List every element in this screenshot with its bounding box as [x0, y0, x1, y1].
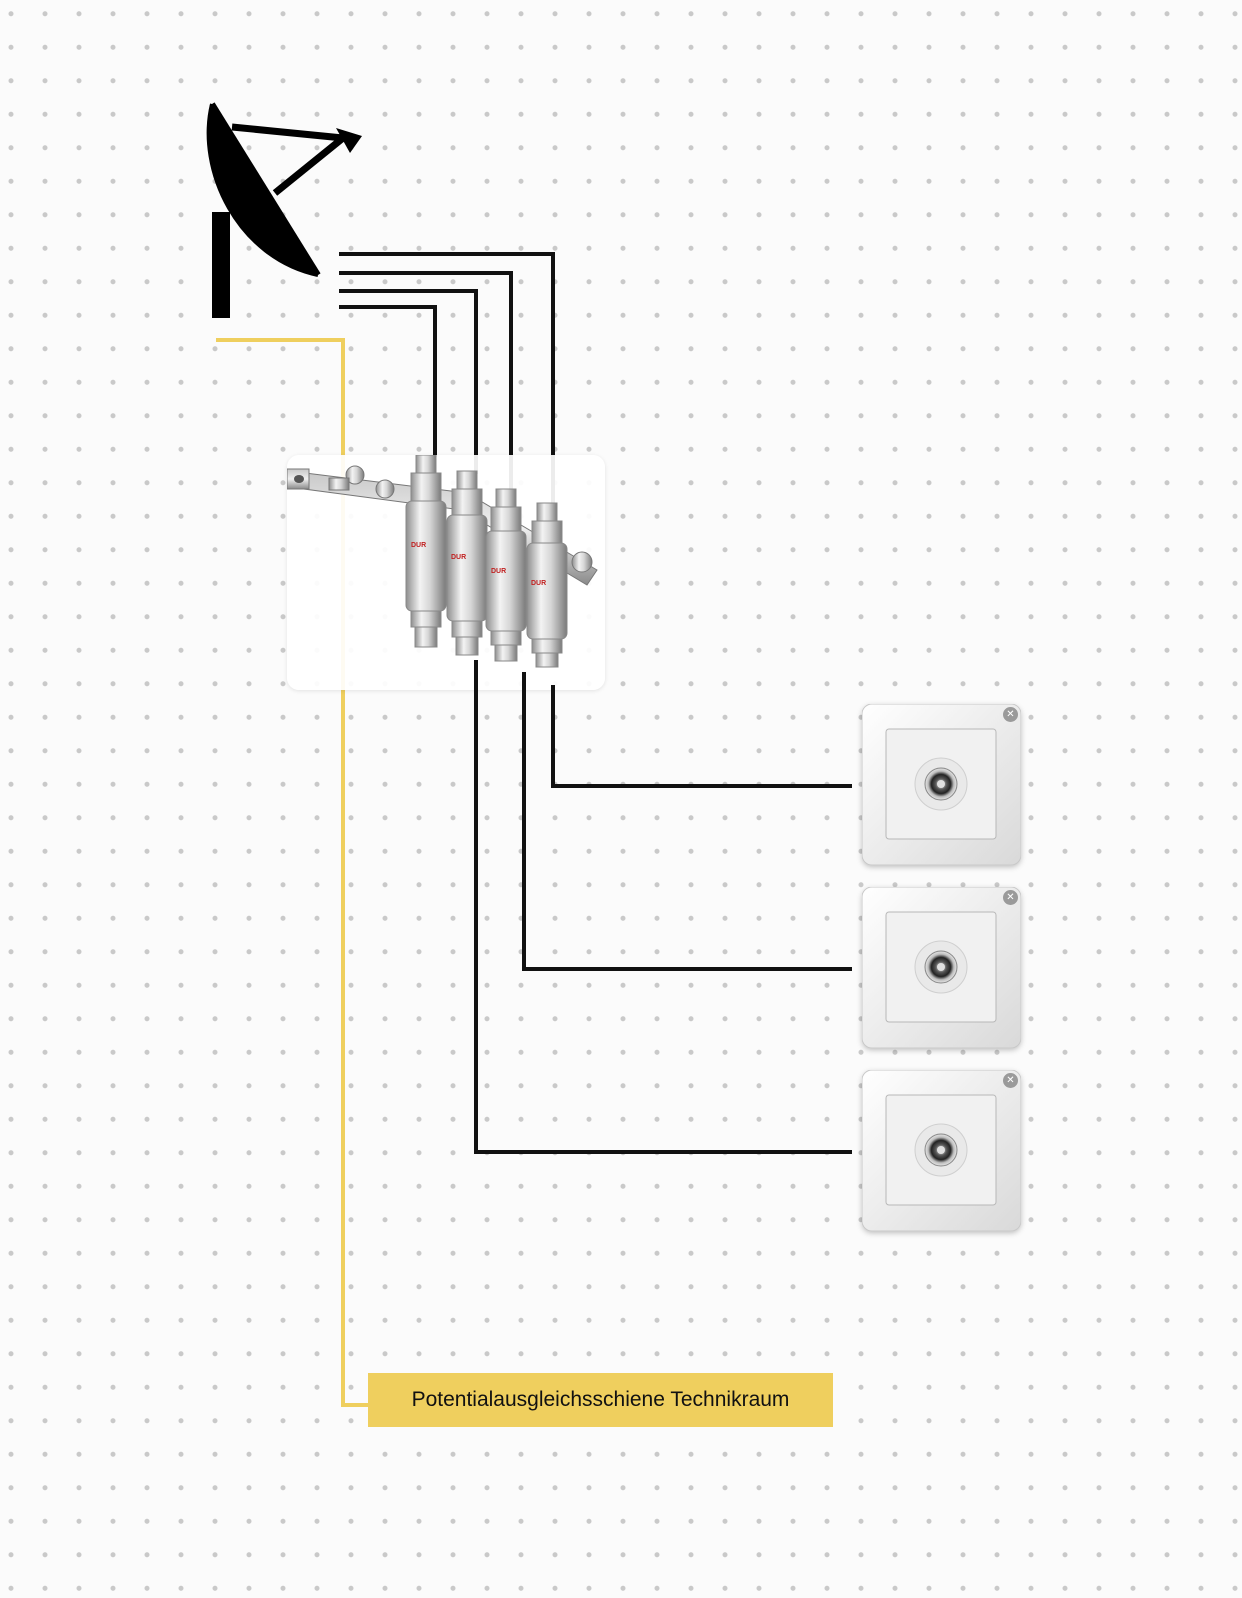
ground-bar-label[interactable]: Potentialausgleichsschiene Technikraum — [368, 1373, 833, 1427]
antenna-socket-icon — [862, 887, 1021, 1048]
antenna-socket-1[interactable]: ✕ — [862, 704, 1021, 865]
surge-protector-1: DUR — [405, 454, 447, 648]
close-icon[interactable]: ✕ — [1003, 1073, 1018, 1088]
svg-text:DUR: DUR — [411, 542, 426, 549]
antenna-socket-icon — [862, 704, 1021, 865]
ground-cable — [216, 338, 368, 1407]
surge-protector-card[interactable]: DUR DUR DUR DUR — [286, 454, 605, 690]
lnb-cable-2 — [339, 271, 513, 493]
svg-text:DUR: DUR — [531, 580, 546, 587]
surge-protector-image: DUR DUR DUR DUR — [286, 454, 598, 668]
lnb-cable-3 — [339, 289, 478, 474]
close-icon[interactable]: ✕ — [1003, 707, 1018, 722]
satellite-dish-icon — [206, 102, 362, 318]
surge-protector-2: DUR — [446, 470, 488, 656]
ground-bar-label-text: Potentialausgleichsschiene Technikraum — [411, 1388, 790, 1411]
lnb-cables — [339, 252, 555, 505]
antenna-socket-2[interactable]: ✕ — [862, 887, 1021, 1048]
lnb-cable-1 — [339, 252, 555, 505]
antenna-socket-icon — [862, 1070, 1021, 1231]
svg-text:DUR: DUR — [451, 554, 466, 561]
surge-protector-4: DUR — [526, 502, 568, 668]
close-icon[interactable]: ✕ — [1003, 890, 1018, 905]
antenna-socket-3[interactable]: ✕ — [862, 1070, 1021, 1231]
lnb-cable-4 — [339, 305, 437, 457]
surge-protector-3: DUR — [485, 488, 527, 662]
svg-text:DUR: DUR — [491, 568, 506, 575]
